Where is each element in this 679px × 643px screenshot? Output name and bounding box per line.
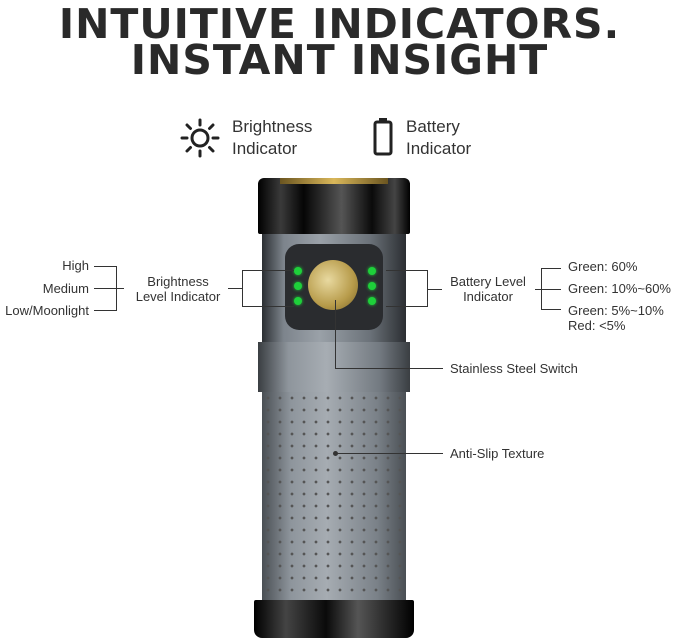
grip-tube [262,392,406,600]
battery-level-high: Green: 60% [568,259,638,274]
switch-button[interactable] [308,260,358,310]
sun-icon [180,118,220,158]
connector-line [228,288,242,289]
battery-led-3 [368,297,376,305]
battery-indicator-legend: Battery Indicator [406,116,471,160]
brightness-led-medium [294,282,302,290]
headline-line-2: INSTANT INSIGHT [130,36,549,84]
brightness-level-low: Low/Moonlight [5,303,89,318]
brightness-level-medium: Medium [42,281,89,296]
connector-line [427,289,442,290]
headline-line-1: INTUITIVE INDICATORS. [58,0,621,48]
connector-line [541,289,561,290]
connector-line [242,306,294,307]
connector-line [427,270,428,307]
connector-line [335,300,336,368]
legend-label: Battery [406,117,460,136]
connector-line [94,310,116,311]
connector-line [386,270,428,271]
connector-line [336,453,443,454]
label-text: Level Indicator [135,289,221,304]
connector-line [335,368,443,369]
connector-line [535,289,541,290]
connector-line [242,270,243,307]
battery-led-1 [368,267,376,275]
brightness-led-high [294,267,302,275]
anti-slip-texture-label: Anti-Slip Texture [450,446,545,461]
bezel-ring [280,178,388,184]
brightness-level-high: High [62,258,89,273]
connector-line [541,309,561,310]
battery-icon [373,118,393,156]
label-text: Indicator [463,289,513,304]
battery-level-medium: Green: 10%~60% [568,281,671,296]
connector-line [116,266,117,311]
brightness-indicator-legend: Brightness Indicator [232,116,312,160]
stainless-steel-switch-label: Stainless Steel Switch [450,361,578,376]
battery-level-critical: Red: <5% [568,318,626,333]
legend-label: Indicator [232,139,298,158]
legend-label: Brightness [232,117,313,136]
connector-line [242,270,294,271]
label-text: Battery Level [450,274,526,289]
connector-line [386,306,428,307]
legend-label: Indicator [406,139,472,158]
battery-level-low: Green: 5%~10% [568,303,664,318]
tail-cap [254,600,414,638]
connector-line [94,288,124,289]
label-text: Brightness [147,274,209,289]
flashlight-neck [258,342,410,392]
connector-line [94,266,116,267]
flashlight [254,178,414,638]
brightness-led-low [294,297,302,305]
flashlight-head [258,178,410,234]
battery-led-2 [368,282,376,290]
callout-dot [333,451,338,456]
battery-level-indicator-label: Battery Level Indicator [442,274,534,304]
brightness-level-indicator-label: Brightness Level Indicator [130,274,226,304]
connector-line [541,268,561,269]
